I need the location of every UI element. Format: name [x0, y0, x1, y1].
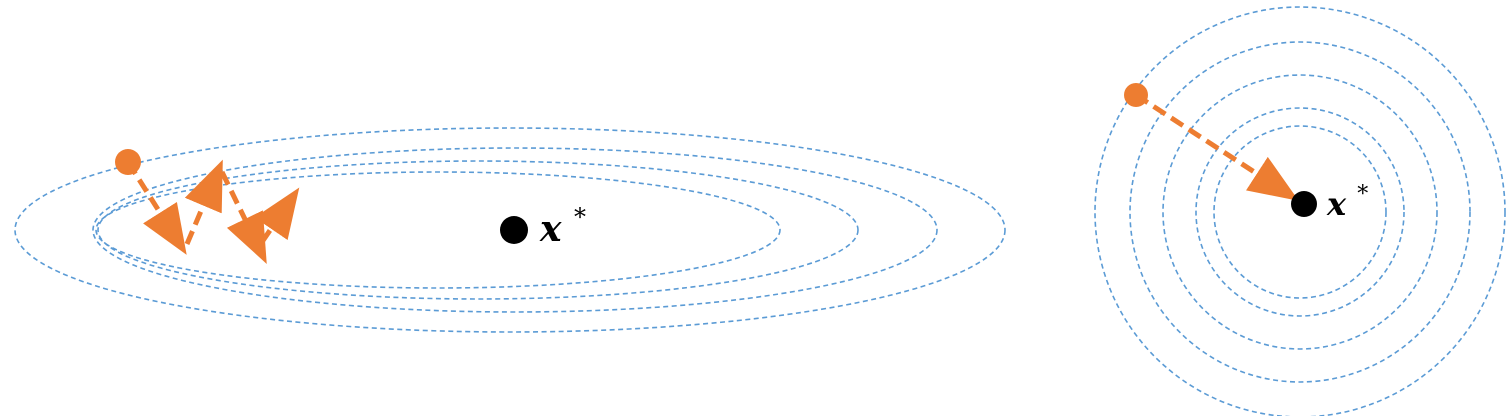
right-contour-4 — [1195, 107, 1405, 317]
right-optimum-point — [1291, 191, 1317, 217]
left-step-3-arrow — [219, 170, 267, 264]
left-step-4-arrow — [254, 187, 300, 244]
right-contour-2 — [1129, 41, 1471, 383]
left-step-1-arrow — [125, 160, 187, 255]
right-contour-inner — [1213, 125, 1387, 299]
left-contour-outer — [14, 127, 1006, 333]
right-step-arrow — [1134, 92, 1299, 201]
left-contour-2 — [92, 147, 938, 313]
left-contour-3 — [97, 160, 859, 300]
left-step-2-arrow — [184, 159, 223, 245]
left-panel: x * — [14, 127, 1006, 333]
left-contour-inner — [95, 171, 781, 289]
left-optimum-label: x * — [539, 203, 586, 250]
right-start-point — [1124, 83, 1148, 107]
right-optimum-label: x * — [1326, 182, 1368, 223]
right-contour-outer — [1094, 6, 1506, 416]
left-optimum-point — [500, 216, 528, 244]
right-panel: x * — [1094, 6, 1506, 416]
right-contour-3 — [1162, 74, 1438, 350]
left-start-point — [115, 149, 141, 175]
